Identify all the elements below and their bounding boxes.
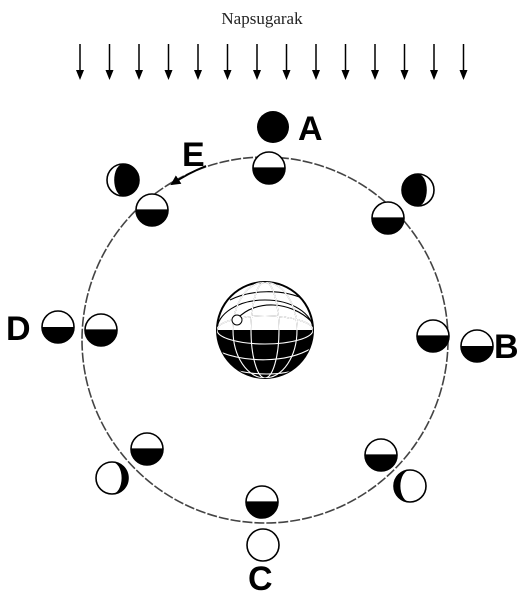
sunray-arrow [430, 44, 438, 80]
sunray-arrow [76, 44, 84, 80]
earth-globe [212, 282, 318, 382]
orbit-moon [136, 194, 168, 226]
sunray-arrow [194, 44, 202, 80]
sunray-arrow [371, 44, 379, 80]
phase-moon-gibbous-thin-left [394, 470, 426, 502]
sunrays-title: Napsugarak [221, 9, 303, 28]
sunray-arrow [312, 44, 320, 80]
sunray-arrow [253, 44, 261, 80]
label-e: E [182, 136, 205, 174]
label-d: D [6, 310, 31, 348]
orbit-moon [131, 433, 163, 465]
sunray-arrow [342, 44, 350, 80]
orbit-moon [246, 486, 278, 518]
sunray-arrow [135, 44, 143, 80]
phase-moon-half-bottom-dark [461, 330, 493, 362]
sunray-arrow [460, 44, 468, 80]
phase-moon-half-bottom-dark [42, 311, 74, 343]
sunray-arrow [165, 44, 173, 80]
sunray-arrow [283, 44, 291, 80]
sunray-arrow [106, 44, 114, 80]
orbit-moon [365, 439, 397, 471]
orbit-moon [372, 202, 404, 234]
orbit-moon [253, 152, 285, 184]
phase-moon-gibbous-thin-right [96, 462, 128, 494]
sunray-arrow [401, 44, 409, 80]
label-b: B [494, 328, 519, 366]
label-c: C [248, 560, 273, 596]
label-a: A [298, 110, 323, 148]
orbit-moon [417, 320, 449, 352]
phase-moon-new [257, 111, 289, 143]
sunray-arrows [76, 44, 468, 80]
phase-moon-full [247, 529, 279, 561]
sunray-arrow [224, 44, 232, 80]
orbit-moon [85, 314, 117, 346]
phase-moon-crescent-dark-right [107, 164, 139, 196]
phase-moon-crescent-dark-left [402, 174, 434, 206]
